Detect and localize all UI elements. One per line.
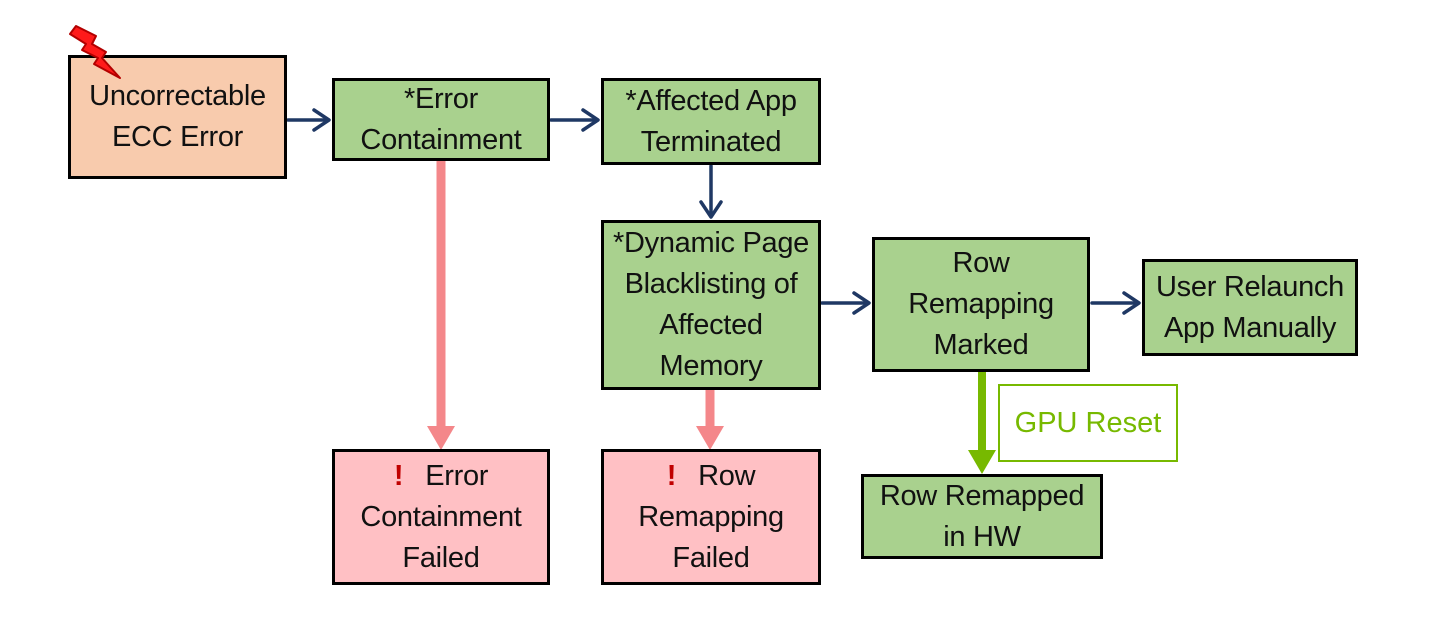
failure-arrow-blacklisting: [696, 390, 724, 450]
node-text-line: Terminated: [640, 125, 782, 158]
node-row-remapping-failed: ! Row Remapping Failed: [601, 449, 821, 585]
node-text-line: Failed: [402, 541, 480, 574]
node-text-line: Containment: [360, 123, 522, 156]
node-text-line: ! Error: [393, 456, 489, 497]
node-user-relaunch-app: User Relaunch App Manually: [1142, 259, 1358, 356]
node-dynamic-page-blacklisting: *Dynamic Page Blacklisting of Affected M…: [601, 220, 821, 390]
node-text-line: Remapping: [908, 288, 1054, 320]
node-text-line: *Error: [404, 82, 478, 115]
node-text-line: User Relaunch: [1156, 270, 1344, 303]
node-text-line: ECC Error: [111, 121, 244, 153]
node-error-containment-failed: ! Error Containment Failed: [332, 449, 550, 585]
node-text-line: Uncorrectable: [89, 80, 266, 112]
flow-arrow-blacklisting-to-marked: [820, 291, 871, 315]
node-text-line: Blacklisting of: [624, 268, 798, 300]
node-row-remapped-in-hw: Row Remapped in HW: [861, 474, 1103, 559]
node-uncorrectable-ecc-error: Uncorrectable ECC Error: [68, 55, 287, 179]
exclamation-icon: !: [393, 459, 404, 492]
exclamation-icon: !: [666, 459, 677, 492]
failure-arrow-containment: [427, 160, 455, 450]
node-text-line: App Manually: [1163, 311, 1337, 344]
node-text-line: Row Remapped: [879, 479, 1085, 512]
node-text-line: *Dynamic Page: [613, 227, 809, 259]
flow-arrow-marked-to-relaunch: [1090, 291, 1141, 315]
node-text-line: ! Row: [666, 456, 756, 497]
node-text-line: Remapping: [638, 500, 784, 533]
node-text-line: Containment: [360, 500, 522, 533]
node-error-containment: *Error Containment: [332, 78, 550, 161]
node-text-line: Failed: [672, 541, 750, 574]
lightning-bolt-icon: [69, 25, 121, 79]
flow-arrow-terminated-to-blacklisting: [699, 164, 723, 219]
node-text-line: in HW: [943, 520, 1021, 553]
gpu-reset-label: GPU Reset: [998, 384, 1178, 462]
gpu-reset-arrow: [968, 372, 996, 474]
node-text-line: Memory: [659, 350, 763, 382]
node-text-line: Affected: [659, 309, 763, 341]
node-row-remapping-marked: Row Remapping Marked: [872, 237, 1090, 372]
node-text-line: Row: [952, 247, 1010, 279]
node-affected-app-terminated: *Affected App Terminated: [601, 78, 821, 165]
node-text: Row: [698, 459, 756, 492]
node-text-line: *Affected App: [625, 84, 797, 117]
node-text-line: Marked: [933, 329, 1029, 361]
node-text: Error: [425, 459, 489, 492]
flow-arrow-containment-to-terminated: [549, 108, 600, 132]
flow-arrow-ecc-to-containment: [286, 108, 331, 132]
